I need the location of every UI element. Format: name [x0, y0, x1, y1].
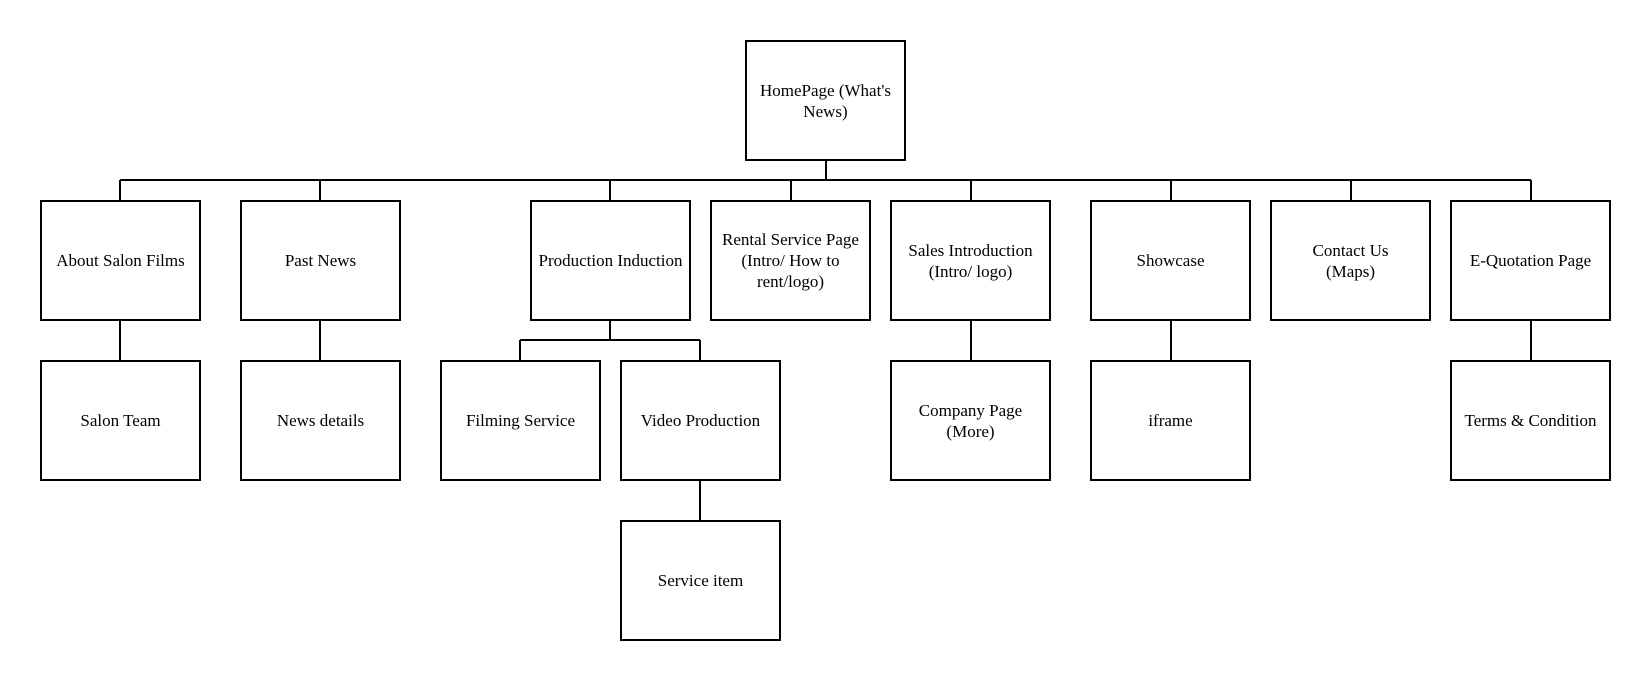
node-label: About Salon Films: [56, 251, 185, 270]
node-label: Sales Introduction (Intro/ logo): [908, 240, 1033, 281]
node-label: Salon Team: [80, 411, 161, 430]
node-rental-service-page: Rental Service Page (Intro/ How to rent/…: [710, 200, 871, 321]
node-label: iframe: [1148, 411, 1193, 430]
node-label: Contact Us (Maps): [1312, 240, 1389, 281]
node-company-page: Company Page (More): [890, 360, 1051, 481]
node-production-induction: Production Induction: [530, 200, 691, 321]
node-filming-service: Filming Service: [440, 360, 601, 481]
node-label: Past News: [284, 251, 357, 270]
node-homepage: HomePage (What's News): [745, 40, 906, 161]
node-label: Terms & Condition: [1464, 411, 1597, 430]
node-label: Rental Service Page (Intro/ How to rent/…: [722, 230, 859, 291]
node-terms-condition: Terms & Condition: [1450, 360, 1611, 481]
node-label: E-Quotation Page: [1469, 251, 1592, 270]
node-e-quotation-page: E-Quotation Page: [1450, 200, 1611, 321]
node-contact-us: Contact Us (Maps): [1270, 200, 1431, 321]
node-label: Filming Service: [465, 411, 576, 430]
node-iframe: iframe: [1090, 360, 1251, 481]
node-label: Showcase: [1136, 251, 1205, 270]
node-sales-introduction: Sales Introduction (Intro/ logo): [890, 200, 1051, 321]
node-past-news: Past News: [240, 200, 401, 321]
node-label: News details: [276, 411, 365, 430]
node-showcase: Showcase: [1090, 200, 1251, 321]
node-news-details: News details: [240, 360, 401, 481]
node-service-item: Service item: [620, 520, 781, 641]
node-label: Production Induction: [538, 251, 683, 270]
node-label: Company Page (More): [918, 400, 1023, 441]
node-video-production: Video Production: [620, 360, 781, 481]
node-salon-team: Salon Team: [40, 360, 201, 481]
node-label: Video Production: [640, 411, 761, 430]
node-about-salon-films: About Salon Films: [40, 200, 201, 321]
node-label: HomePage (What's News): [760, 80, 891, 121]
node-label: Service item: [657, 571, 744, 590]
